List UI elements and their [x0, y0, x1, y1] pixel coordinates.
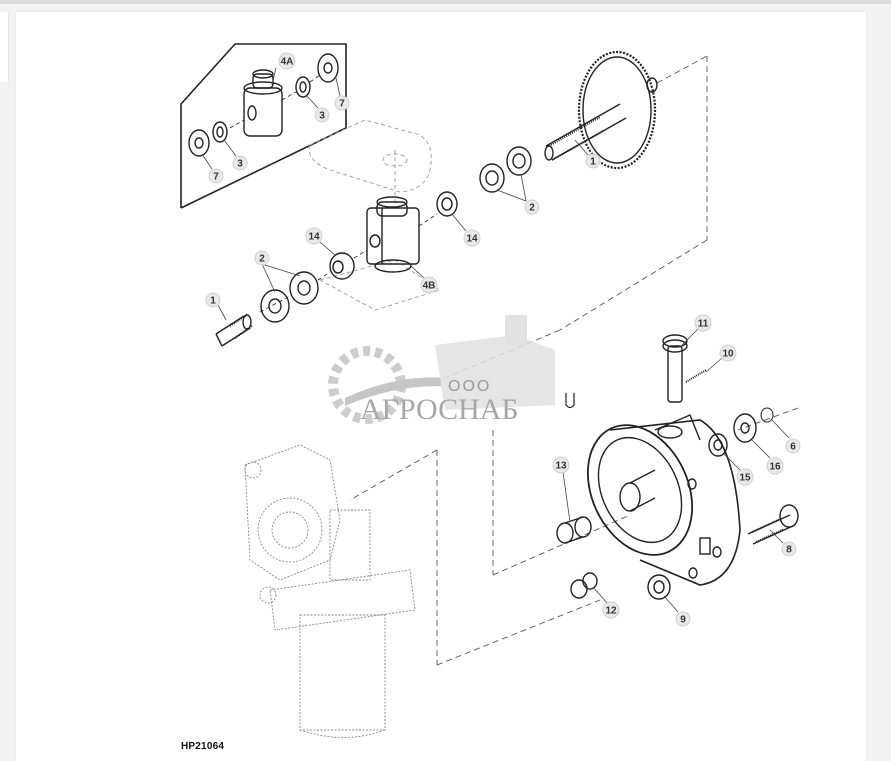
- svg-text:14: 14: [466, 234, 478, 245]
- leader-lines: [201, 67, 790, 613]
- svg-text:4B: 4B: [423, 281, 436, 292]
- svg-text:8: 8: [786, 545, 792, 556]
- svg-text:3: 3: [237, 159, 243, 170]
- callout-4A: 4A: [278, 52, 296, 70]
- svg-text:15: 15: [739, 473, 751, 484]
- svg-text:16: 16: [769, 462, 781, 473]
- callout-7: 7: [208, 168, 224, 184]
- bracket-plate-phantom: [308, 119, 442, 311]
- callout-3: 3: [232, 155, 248, 171]
- svg-text:13: 13: [555, 461, 567, 472]
- svg-text:7: 7: [213, 172, 219, 183]
- watermark-prefix: ООО: [448, 378, 492, 395]
- callout-8: 8: [781, 541, 797, 557]
- svg-text:10: 10: [722, 349, 734, 360]
- svg-text:2: 2: [529, 203, 535, 214]
- svg-text:7: 7: [339, 99, 345, 110]
- diagram-sheet: [16, 12, 866, 761]
- gear-shaft-assembly: [436, 50, 658, 217]
- callout-6: 6: [785, 438, 801, 454]
- callout-4B: 4B: [420, 276, 438, 294]
- callout-14: 14: [305, 227, 323, 245]
- callout-2: 2: [254, 250, 270, 266]
- svg-text:3: 3: [319, 111, 325, 122]
- svg-text:14: 14: [308, 232, 320, 243]
- svg-text:1: 1: [210, 296, 216, 307]
- svg-text:12: 12: [605, 606, 617, 617]
- callout-14: 14: [463, 229, 481, 247]
- figure-id: HP21064: [181, 741, 225, 752]
- motor-mount-housing: [556, 334, 799, 600]
- svg-text:6: 6: [790, 442, 796, 453]
- svg-text:4A: 4A: [281, 57, 294, 68]
- agrosnab-logo-icon: [328, 315, 555, 424]
- callout-3: 3: [314, 107, 330, 123]
- callout-12: 12: [602, 601, 620, 619]
- callout-11: 11: [694, 314, 712, 332]
- svg-text:1: 1: [590, 157, 596, 168]
- left-panel-edge: [0, 12, 9, 82]
- svg-text:9: 9: [680, 615, 686, 626]
- callout-10: 10: [719, 344, 737, 362]
- callout-1: 1: [585, 153, 601, 169]
- inset-detail-box: [180, 43, 347, 209]
- callout-13: 13: [552, 456, 570, 474]
- watermark-name: АГРОСНАБ: [360, 393, 519, 426]
- callout-2: 2: [524, 199, 540, 215]
- callout-15: 15: [736, 468, 754, 486]
- callout-7: 7: [334, 95, 350, 111]
- motor-phantom: [244, 444, 416, 738]
- callout-16: 16: [766, 457, 784, 475]
- top-border: [0, 0, 891, 4]
- svg-text:11: 11: [698, 319, 709, 330]
- callout-9: 9: [675, 611, 691, 627]
- svg-text:2: 2: [259, 254, 265, 265]
- callout-1: 1: [205, 292, 221, 308]
